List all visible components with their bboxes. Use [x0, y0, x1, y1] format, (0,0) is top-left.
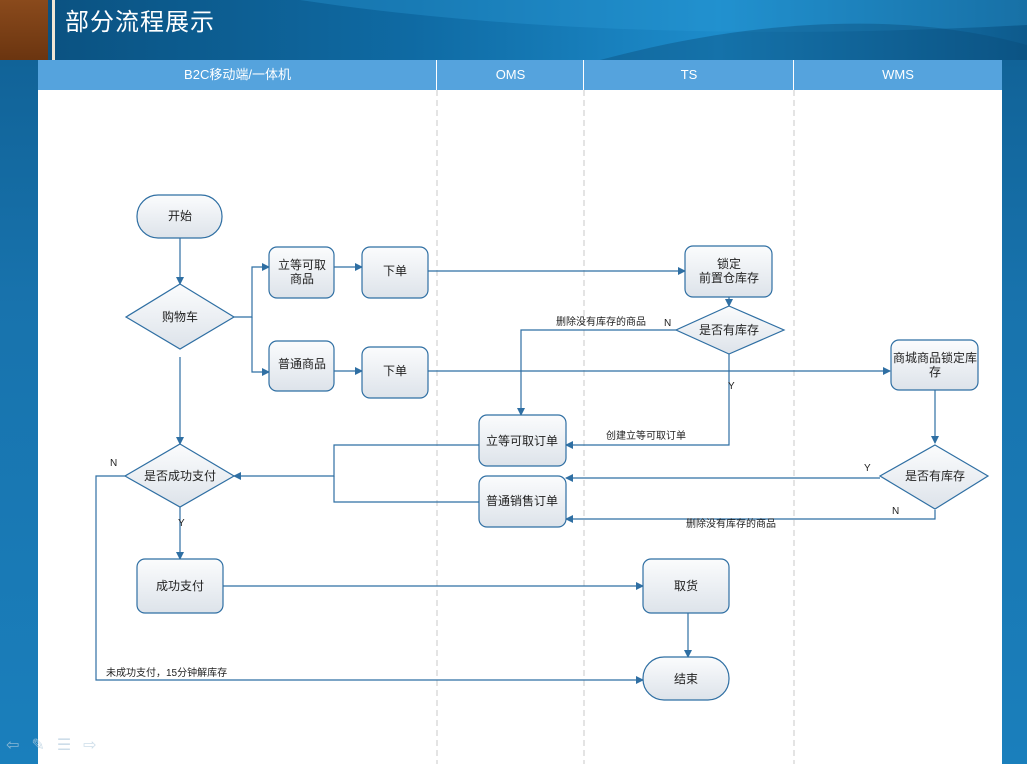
- node-order-2: [361, 346, 429, 399]
- node-lock-front-label: 前置仓库存: [699, 270, 759, 285]
- title-accent-tab: [0, 0, 48, 60]
- node-mall-lock-stock: [890, 339, 979, 391]
- edge-check-no-to-instant-order: [517, 329, 676, 416]
- flowchart-canvas: 开始 购物车 立等可取 商品 下单 普通商品 下单 锁定 前置仓库存 是否有库存…: [95, 90, 990, 764]
- node-normal-order: [478, 475, 567, 528]
- title-accent-line: [52, 0, 55, 60]
- node-normal-order-label: 普通销售订单: [486, 493, 558, 508]
- node-has-stock-ts: [674, 305, 786, 355]
- lane-header-wms: WMS: [794, 60, 1002, 90]
- edge-label-create-instant-order: 创建立等可取订单: [606, 429, 686, 442]
- lane-header-divider: [436, 60, 437, 90]
- edge-check-yes-to-instant-order: [565, 354, 730, 449]
- node-end: [642, 656, 730, 701]
- edge-cart-to-normal: [251, 317, 270, 376]
- node-instant-goods: [268, 246, 335, 299]
- lane-header-oms: OMS: [437, 60, 584, 90]
- node-instant-goods-label: 立等可取: [278, 257, 326, 272]
- node-pay-check-label: 是否成功支付: [144, 469, 216, 483]
- edge-label-y: Y: [728, 381, 735, 392]
- edge-label-pay-y: Y: [178, 518, 185, 529]
- edge-label-n: N: [664, 318, 671, 329]
- edge-cart-to-instant: [234, 263, 270, 318]
- edge-label-unpaid-release: 未成功支付，15分钟解库存: [106, 666, 227, 679]
- forward-arrow-icon[interactable]: ⇨: [83, 735, 97, 754]
- edge-normal-order-to-pay-check: [333, 476, 479, 503]
- node-start-label: 开始: [168, 209, 192, 223]
- node-start: [136, 194, 223, 239]
- edge-label-wms-n: N: [892, 506, 899, 517]
- node-normal-goods: [268, 340, 335, 392]
- node-order-1-label: 下单: [383, 264, 407, 278]
- header-swoosh-decoration: [300, 0, 1027, 60]
- node-cart-label: 购物车: [162, 309, 198, 324]
- node-pay-check: [123, 443, 236, 508]
- back-arrow-icon[interactable]: ⇦: [6, 735, 20, 754]
- node-has-stock-ts-label: 是否有库存: [699, 322, 759, 337]
- lane-header-divider: [793, 60, 794, 90]
- title-band: [0, 0, 1027, 60]
- node-mall-lock-label: 商城商品锁定库: [893, 350, 977, 365]
- node-has-stock-wms-label: 是否有库存: [905, 468, 965, 483]
- node-cart: [124, 283, 236, 350]
- lane-header-ts: TS: [584, 60, 794, 90]
- node-instant-order: [478, 414, 567, 467]
- pen-icon[interactable]: ✎: [31, 735, 45, 754]
- node-order-2-label: 下单: [383, 364, 407, 378]
- slide-nav-controls: ⇦ ✎ ☰ ⇨: [6, 735, 97, 754]
- node-order-1: [361, 246, 429, 299]
- node-pay-success-label: 成功支付: [156, 579, 204, 593]
- node-pickup-label: 取货: [674, 578, 698, 593]
- node-lock-front-label: 锁定: [717, 256, 741, 271]
- edge-label-pay-n: N: [110, 458, 117, 469]
- edge-label-wms-y: Y: [864, 463, 871, 474]
- swimlane-diagram: B2C移动端/一体机 OMS TS WMS: [38, 60, 1002, 764]
- lane-header-divider: [583, 60, 584, 90]
- node-instant-order-label: 立等可取订单: [486, 433, 558, 448]
- edge-label-delete-no-stock: 删除没有库存的商品: [556, 315, 646, 328]
- node-end-label: 结束: [674, 672, 698, 686]
- node-lock-front-stock: [684, 245, 773, 298]
- node-mall-lock-label: 存: [929, 365, 941, 379]
- edge-pay-no-to-end: [95, 475, 644, 684]
- lane-header-b2c: B2C移动端/一体机: [38, 60, 437, 90]
- edge-label-delete-no-stock-2: 删除没有库存的商品: [686, 517, 776, 530]
- menu-icon[interactable]: ☰: [56, 735, 72, 754]
- slide-title: 部分流程展示: [65, 8, 215, 36]
- edge-wms-no-to-normal-order: [565, 510, 936, 523]
- node-instant-goods-label: 商品: [290, 271, 314, 286]
- node-pay-success: [136, 558, 224, 614]
- edge-instant-order-to-pay-check: [233, 444, 479, 480]
- node-normal-goods-label: 普通商品: [278, 356, 326, 371]
- node-has-stock-wms: [878, 444, 990, 510]
- node-pickup: [642, 558, 730, 614]
